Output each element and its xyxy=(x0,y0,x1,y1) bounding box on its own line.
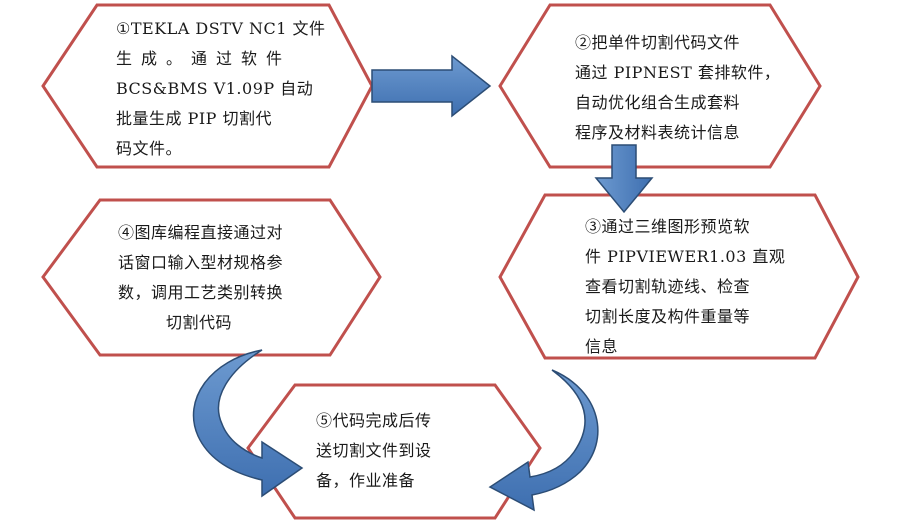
arrow-step4-to-step5 xyxy=(192,349,304,498)
step-1-text: ①TEKLA DSTV NC1 文件 生成。通过软件 BCS&BMS V1.09… xyxy=(116,14,326,164)
step-4-text: ④图库编程直接通过对 话窗口输入型材规格参 数，调用工艺类别转换 切割代码 xyxy=(118,218,313,338)
step-1-line-5: 码文件。 xyxy=(116,139,183,158)
step-3-line-5: 信息 xyxy=(585,337,619,356)
hexagon-step-2 xyxy=(498,3,822,169)
hexagon-step-5 xyxy=(246,383,542,520)
step-3-line-1: ③通过三维图形预览软 xyxy=(585,217,751,236)
step-4-line-3: 数，调用工艺类别转换 xyxy=(118,283,284,302)
arrow-step1-to-step2 xyxy=(371,54,492,118)
arrow-step2-to-step3 xyxy=(594,144,654,214)
step-1-line-2: 生成。通过软件 xyxy=(116,49,292,68)
step-2-line-3: 自动优化组合生成套料 xyxy=(575,93,741,112)
step-2-line-2: 通过 PIPNEST 套排软件， xyxy=(575,63,781,82)
step-5-text: ⑤代码完成后传 送切割文件到设 备，作业准备 xyxy=(316,406,501,496)
step-5-line-1: ⑤代码完成后传 xyxy=(316,411,432,430)
step-2-text: ②把单件切割代码文件 通过 PIPNEST 套排软件， 自动优化组合生成套料 程… xyxy=(575,28,781,148)
step-4-line-4: 切割代码 xyxy=(166,313,233,332)
step-5-line-2: 送切割文件到设 xyxy=(316,441,432,460)
hexagon-step-3 xyxy=(498,193,860,360)
arrow-step3-to-step5 xyxy=(488,369,599,512)
step-3-line-2: 件 PIPVIEWER1.03 直观 xyxy=(585,247,786,266)
step-3-text: ③通过三维图形预览软 件 PIPVIEWER1.03 直观 查看切割轨迹线、检查… xyxy=(585,212,785,362)
step-2-line-1: ②把单件切割代码文件 xyxy=(575,33,741,52)
step-1-line-4: 批量生成 PIP 切割代 xyxy=(116,109,273,128)
step-4-line-2: 话窗口输入型材规格参 xyxy=(118,253,284,272)
step-1-line-3: BCS&BMS V1.09P 自动 xyxy=(116,79,314,98)
step-3-line-3: 查看切割轨迹线、检查 xyxy=(585,277,751,296)
step-5-line-3: 备，作业准备 xyxy=(316,471,416,490)
step-2-line-4: 程序及材料表统计信息 xyxy=(575,123,741,142)
step-4-line-1: ④图库编程直接通过对 xyxy=(118,223,284,242)
step-3-line-4: 切割长度及构件重量等 xyxy=(585,307,751,326)
hexagon-step-4 xyxy=(41,198,382,357)
step-1-line-1: ①TEKLA DSTV NC1 文件 xyxy=(116,19,326,38)
